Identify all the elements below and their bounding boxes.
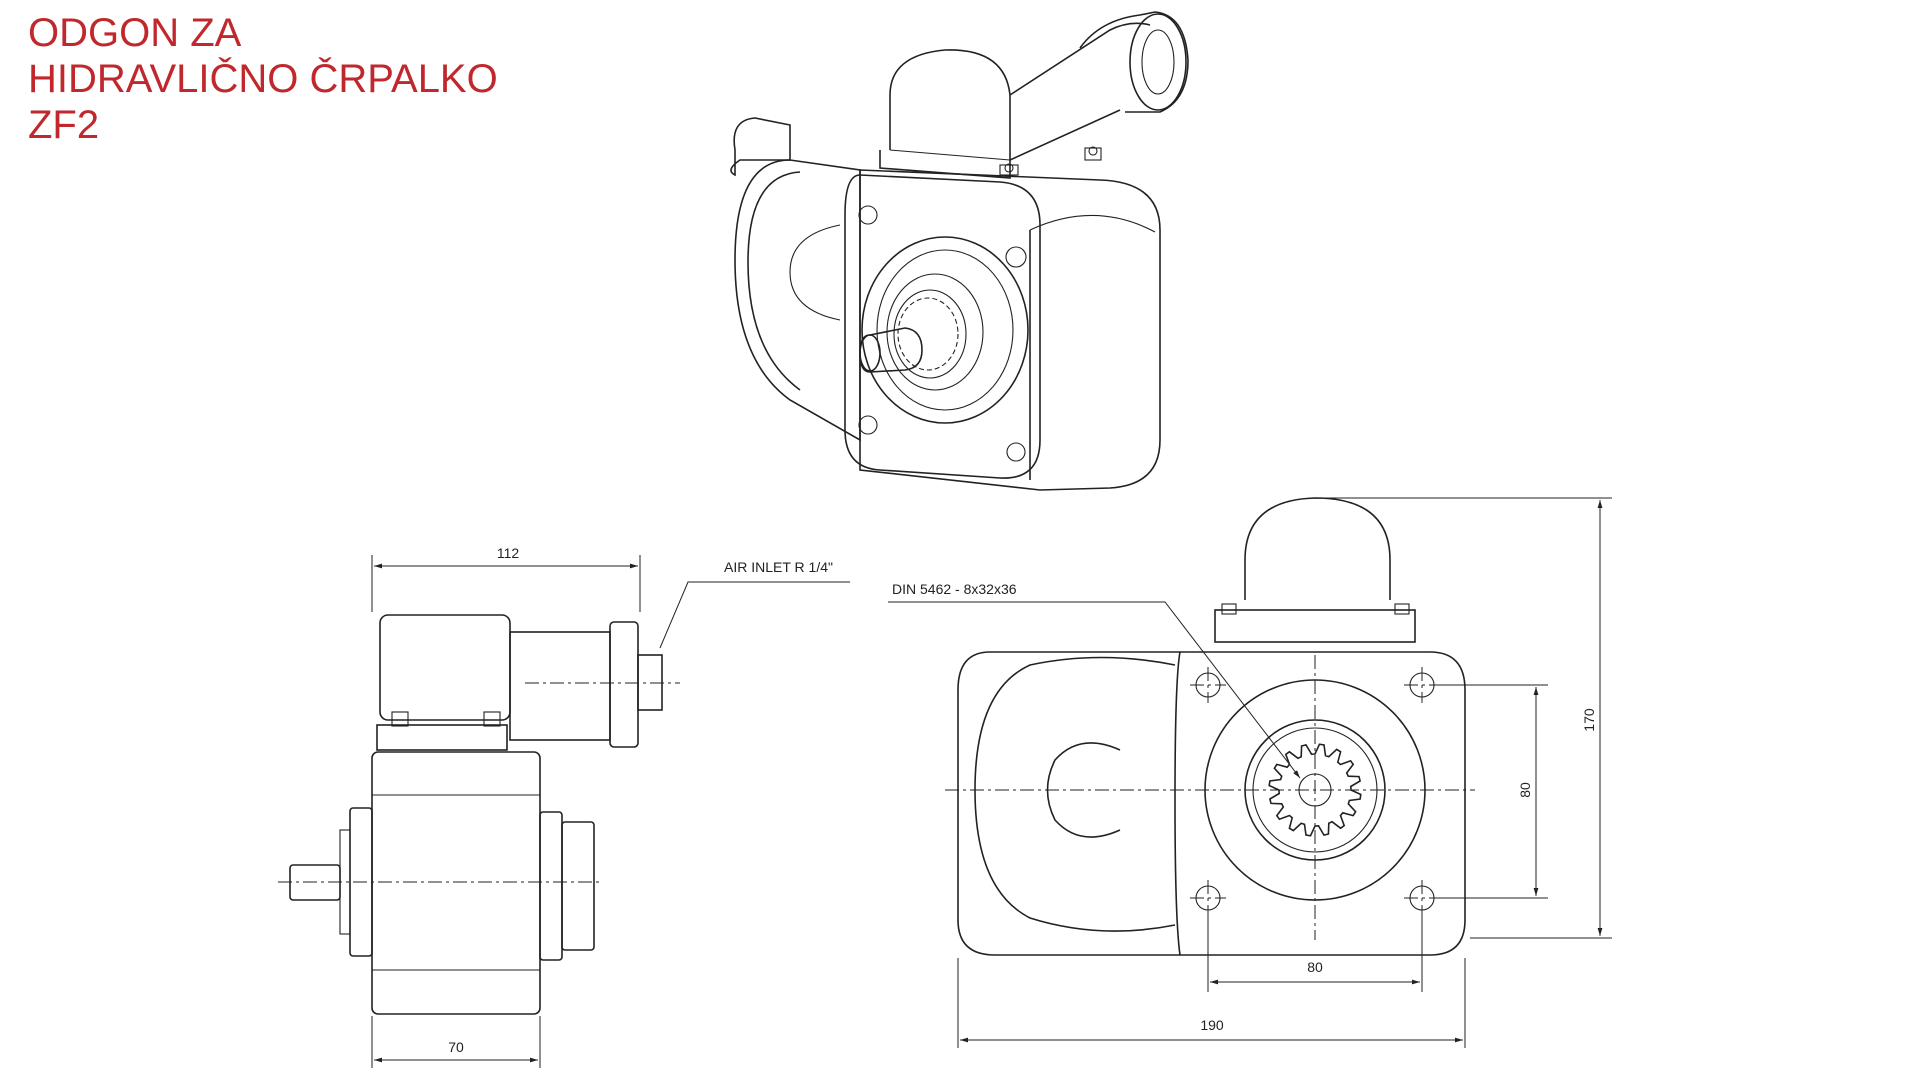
title-line-3: ZF2 [28,103,100,147]
front-view: DIN 5462 - 8x32x36 170 80 80 190 [888,497,1612,1048]
dim-80-vertical-label: 80 [1517,782,1533,798]
page-title: ODGON ZA HIDRAVLIČNO ČRPALKO ZF2 [28,10,498,148]
dim-80-horizontal-label: 80 [1307,959,1323,975]
title-line-2: HIDRAVLIČNO ČRPALKO [28,57,498,101]
air-inlet-label: AIR INLET R 1/4" [724,559,833,575]
dim-112-label: 112 [497,545,520,561]
dim-70-label: 70 [448,1039,464,1055]
dim-170-label: 170 [1581,708,1597,732]
spline-spec-label: DIN 5462 - 8x32x36 [892,581,1017,597]
title-line-1: ODGON ZA [28,11,242,55]
side-view: 112 70 AIR INLET R 1/4" [278,545,850,1068]
dim-190-label: 190 [1200,1017,1224,1033]
isometric-view [730,11,1189,491]
